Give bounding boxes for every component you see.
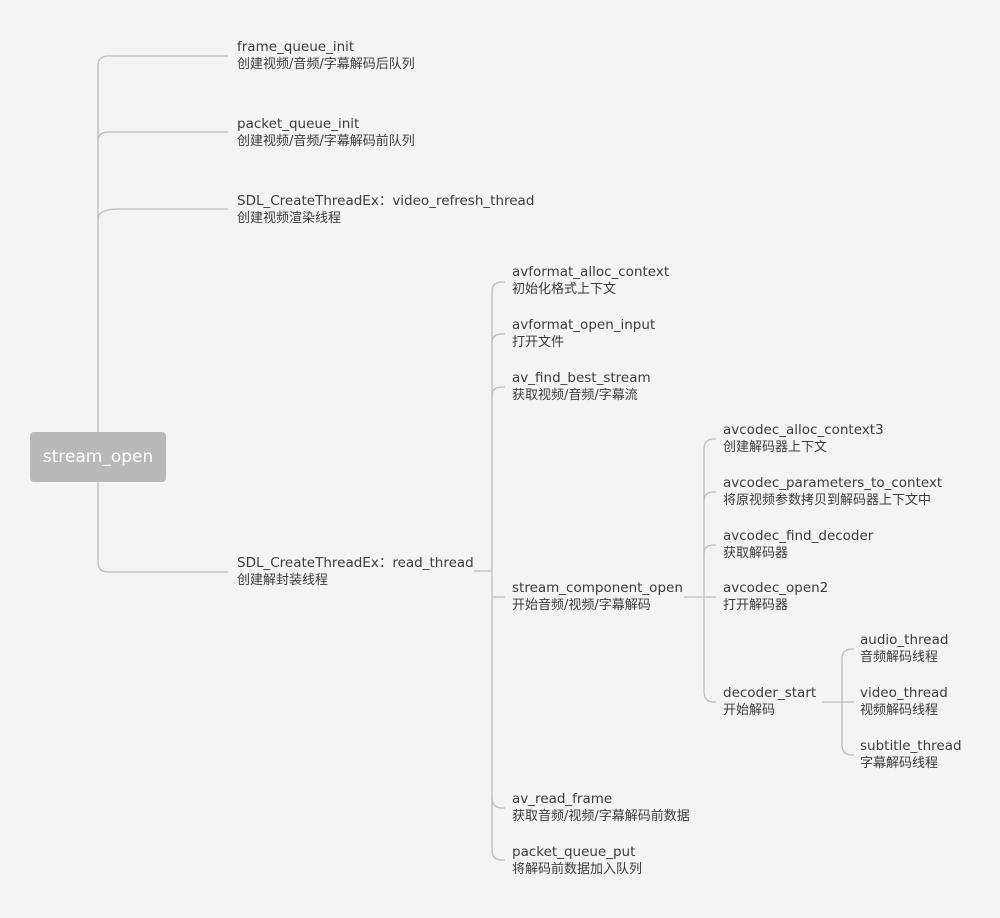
node-stream-component-open[interactable]: stream_component_open 开始音频/视频/字幕解码 [512, 579, 683, 615]
node-description: 视频解码线程 [860, 703, 939, 718]
node-description: 打开文件 [512, 335, 565, 350]
node-description: 获取音频/视频/字幕解码前数据 [512, 809, 690, 824]
root-node[interactable]: stream_open [30, 432, 166, 482]
node-description: 打开解码器 [723, 598, 789, 613]
connector-avformat-open-input [491, 333, 505, 344]
node-function-name: subtitle_thread [860, 738, 962, 754]
node-avcodec-parameters-to-context[interactable]: avcodec_parameters_to_context 将原视频参数拷贝到解… [723, 474, 942, 510]
node-function-name: av_find_best_stream [512, 370, 651, 386]
connector-decoder-start-trunk [841, 648, 854, 756]
connector-root-trunk [97, 55, 228, 573]
node-avformat-alloc-context[interactable]: avformat_alloc_context 初始化格式上下文 [512, 263, 669, 299]
node-function-name: audio_thread [860, 632, 949, 648]
node-avcodec-alloc-context3[interactable]: avcodec_alloc_context3 创建解码器上下文 [723, 421, 884, 457]
node-function-name: stream_component_open [512, 580, 683, 596]
node-description: 获取视频/音频/字幕流 [512, 388, 638, 403]
node-function-name: frame_queue_init [237, 39, 355, 55]
node-packet-queue-init[interactable]: packet_queue_init 创建视频/音频/字幕解码前队列 [237, 115, 415, 151]
node-description: 获取解码器 [723, 546, 789, 561]
node-packet-queue-put[interactable]: packet_queue_put 将解码前数据加入队列 [512, 843, 642, 879]
node-avformat-open-input[interactable]: avformat_open_input 打开文件 [512, 316, 655, 352]
node-audio-thread[interactable]: audio_thread 音频解码线程 [860, 631, 948, 667]
node-av-read-frame[interactable]: av_read_frame 获取音频/视频/字幕解码前数据 [512, 790, 690, 826]
node-function-name: packet_queue_init [237, 116, 360, 132]
node-function-name: avcodec_parameters_to_context [723, 475, 943, 491]
connector-packet-queue-init [97, 131, 228, 143]
node-frame-queue-init[interactable]: frame_queue_init 创建视频/音频/字幕解码后队列 [237, 38, 415, 74]
connector-video-refresh-thread [97, 208, 228, 220]
node-function-name: SDL_CreateThreadEx：video_refresh_thread [237, 193, 535, 209]
connector-av-read-frame [491, 796, 505, 809]
node-video-thread[interactable]: video_thread 视频解码线程 [860, 684, 948, 720]
node-description: 创建视频/音频/字幕解码后队列 [237, 57, 415, 72]
node-description: 创建解封装线程 [237, 573, 329, 588]
node-video-refresh-thread[interactable]: SDL_CreateThreadEx：video_refresh_thread … [237, 192, 534, 228]
node-description: 将原视频参数拷贝到解码器上下文中 [723, 493, 932, 508]
node-description: 音频解码线程 [860, 650, 939, 665]
node-read-thread[interactable]: SDL_CreateThreadEx：read_thread 创建解封装线程 [237, 554, 474, 590]
node-description: 字幕解码线程 [860, 756, 939, 771]
node-description: 创建视频渲染线程 [237, 211, 342, 226]
node-subtitle-thread[interactable]: subtitle_thread 字幕解码线程 [860, 737, 962, 773]
connector-read-thread-trunk [491, 281, 505, 861]
node-decoder-start[interactable]: decoder_start 开始解码 [723, 684, 816, 720]
node-avcodec-open2[interactable]: avcodec_open2 打开解码器 [723, 579, 828, 615]
connector-avcodec-parameters-to-context [703, 491, 716, 502]
node-function-name: packet_queue_put [512, 844, 636, 860]
node-function-name: decoder_start [723, 685, 817, 701]
node-description: 创建视频/音频/字幕解码前队列 [237, 134, 415, 149]
node-function-name: avcodec_alloc_context3 [723, 422, 884, 438]
node-function-name: av_read_frame [512, 791, 613, 807]
node-avcodec-find-decoder[interactable]: avcodec_find_decoder 获取解码器 [723, 527, 873, 563]
node-function-name: avcodec_find_decoder [723, 528, 874, 544]
connector-stream-component-open-trunk [703, 438, 716, 703]
connector-avcodec-find-decoder [703, 544, 716, 555]
node-function-name: video_thread [860, 685, 948, 701]
node-av-find-best-stream[interactable]: av_find_best_stream 获取视频/音频/字幕流 [512, 369, 651, 405]
node-description: 开始解码 [723, 703, 776, 718]
node-description: 创建解码器上下文 [723, 440, 828, 455]
node-function-name: avformat_open_input [512, 317, 656, 333]
node-description: 初始化格式上下文 [512, 282, 617, 297]
connector-av-find-best-stream [491, 386, 505, 397]
node-description: 开始音频/视频/字幕解码 [512, 598, 651, 613]
node-description: 将解码前数据加入队列 [512, 862, 643, 877]
node-function-name: avcodec_open2 [723, 580, 829, 596]
node-function-name: avformat_alloc_context [512, 264, 670, 280]
node-function-name: SDL_CreateThreadEx：read_thread [237, 555, 474, 571]
